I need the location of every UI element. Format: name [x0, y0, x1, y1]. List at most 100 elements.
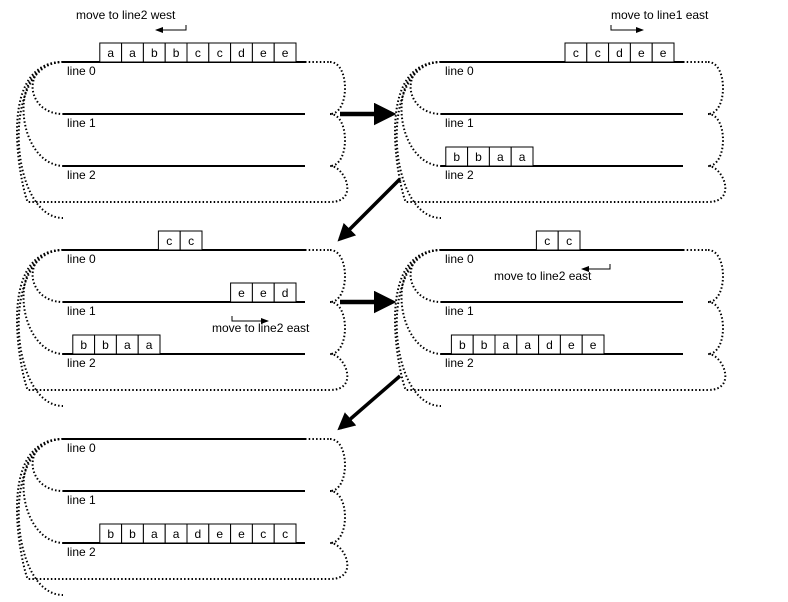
train-car-label: b — [459, 338, 466, 352]
track-loop — [16, 249, 349, 391]
move-instruction: move to line2 west — [76, 8, 176, 22]
move-instruction: move to line1 east — [611, 8, 709, 22]
train-car-label: c — [282, 527, 288, 541]
train-car-label: e — [216, 527, 223, 541]
train-car-label: c — [217, 46, 223, 60]
train-car-label: e — [638, 46, 645, 60]
train-car-label: d — [238, 46, 245, 60]
line-label: line 0 — [445, 64, 474, 78]
train-car-label: d — [282, 286, 289, 300]
train-car-label: e — [282, 46, 289, 60]
move-direction-arrow — [581, 264, 611, 272]
track-loop — [707, 301, 724, 355]
train-car-label: b — [475, 150, 482, 164]
train-car-label: a — [124, 338, 131, 352]
track-loop — [17, 61, 64, 219]
train-car — [510, 146, 534, 167]
train-car — [651, 42, 675, 63]
line-label: line 0 — [445, 252, 474, 266]
train-car-label: b — [102, 338, 109, 352]
track-loop — [707, 61, 724, 115]
train-car-label: e — [260, 286, 267, 300]
train-car-label: a — [503, 338, 510, 352]
track-loop — [329, 438, 346, 492]
train-car-label: b — [107, 527, 114, 541]
train-car-label: e — [660, 46, 667, 60]
train-car-label: e — [568, 338, 575, 352]
train-car-label: c — [195, 46, 201, 60]
train-car-label: b — [481, 338, 488, 352]
track-loop — [707, 113, 724, 167]
line-label: line 2 — [67, 545, 96, 559]
move-direction-arrow — [155, 25, 187, 33]
train-car-label: e — [260, 46, 267, 60]
track-loop — [17, 438, 64, 596]
panel-step-1: line 0 a a b b c c d e e line 1 line 2 move to line2… — [16, 8, 349, 219]
train-car-label: c — [595, 46, 601, 60]
train-car-label: c — [260, 527, 266, 541]
line-label: line 0 — [67, 252, 96, 266]
train-car-label: a — [129, 46, 136, 60]
train-car-label: a — [173, 527, 180, 541]
train-car-label: a — [524, 338, 531, 352]
line-label: line 0 — [67, 441, 96, 455]
track-loop — [16, 438, 349, 580]
line-label: line 1 — [67, 116, 96, 130]
train-car-label: b — [173, 46, 180, 60]
train-car — [137, 334, 161, 355]
train-car-label: d — [616, 46, 623, 60]
track-loop — [329, 490, 346, 544]
track-loop — [394, 249, 727, 391]
track-loop — [329, 113, 346, 167]
train-car-label: c — [573, 46, 579, 60]
train-car-label: a — [151, 527, 158, 541]
line-label: line 2 — [67, 168, 96, 182]
train-car — [581, 334, 605, 355]
train-car — [179, 230, 203, 251]
track-loop — [329, 249, 346, 303]
line-label: line 1 — [445, 116, 474, 130]
track-loop — [707, 249, 724, 303]
move-direction-arrow — [231, 316, 269, 324]
train-car-label: d — [195, 527, 202, 541]
line-label: line 1 — [67, 304, 96, 318]
train-car-label: a — [519, 150, 526, 164]
train-car-label: e — [590, 338, 597, 352]
train-car-label: c — [544, 234, 550, 248]
train-car-label: e — [238, 527, 245, 541]
train-car-label: e — [238, 286, 245, 300]
train-car-label: b — [129, 527, 136, 541]
train-car — [273, 282, 297, 303]
move-instruction: move to line2 east — [494, 269, 592, 283]
line-label: line 2 — [445, 168, 474, 182]
train-car-label: b — [151, 46, 158, 60]
train-car-label: c — [166, 234, 172, 248]
transition-arrow-2 — [337, 177, 402, 242]
line-label: line 0 — [67, 64, 96, 78]
move-instruction: move to line2 east — [212, 321, 310, 335]
line-label: line 2 — [445, 356, 474, 370]
line-label: line 1 — [67, 493, 96, 507]
train-car-label: a — [497, 150, 504, 164]
train-car-label: a — [146, 338, 153, 352]
train-car — [273, 42, 297, 63]
track-loop — [17, 249, 64, 407]
line-label: line 1 — [445, 304, 474, 318]
train-car — [273, 523, 297, 544]
train-car-label: d — [546, 338, 553, 352]
train-car-label: b — [453, 150, 460, 164]
train-car — [557, 230, 581, 251]
track-loop — [16, 61, 349, 203]
track-loop — [394, 61, 727, 203]
track-loop — [395, 61, 442, 219]
track-loop — [329, 61, 346, 115]
transition-arrow-4 — [337, 374, 402, 431]
move-direction-arrow — [610, 25, 644, 33]
line-label: line 2 — [67, 356, 96, 370]
train-car-label: a — [107, 46, 114, 60]
